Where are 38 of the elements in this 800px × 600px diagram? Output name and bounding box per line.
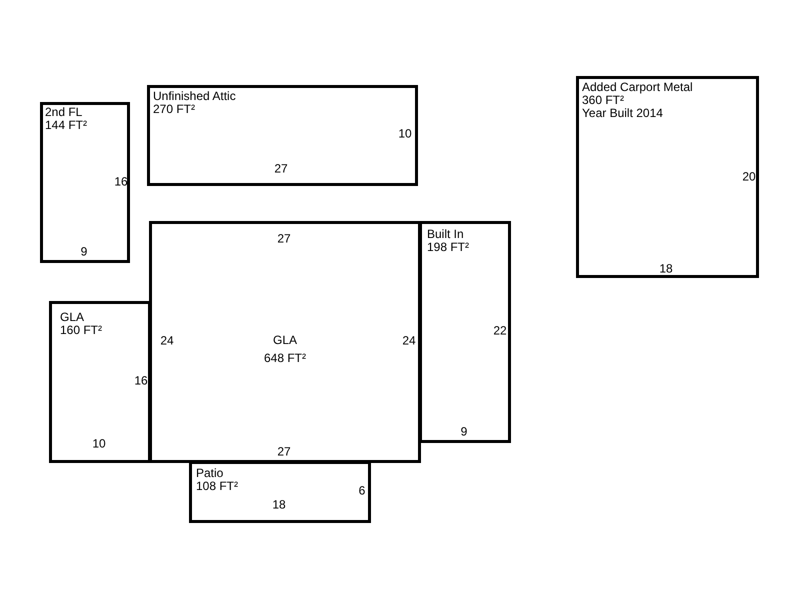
room-outline [189,461,371,523]
dimension-label: 9 [460,426,468,438]
dimension-label: 16 [114,176,128,188]
room-note: 360 FT² [582,94,624,107]
room-outline [149,221,421,463]
dimension-label: 27 [274,162,288,176]
dimension-label: 27 [277,446,291,458]
room-name: Patio [196,467,224,480]
room-note: 648 FT² [264,352,306,365]
room-note: 108 FT² [196,480,238,493]
room-outline [40,102,130,263]
room-note: 144 FT² [45,119,88,132]
room-note: Year Built 2014 [582,107,663,120]
room-name: GLA [273,334,297,347]
dimension-label: 18 [659,262,673,276]
dimension-label: 9 [80,246,88,258]
dimension-label: 27 [277,232,291,246]
room-name: Built In [427,228,464,241]
dimension-label: 24 [160,334,174,348]
room-name: Added Carport Metal [582,81,693,94]
dimension-label: 18 [272,498,286,512]
room-note: 270 FT² [153,103,196,116]
room-name: Unfinished Attic [153,90,236,103]
room-outline [576,76,759,278]
dimension-label: 10 [92,438,106,450]
room-outline [49,301,151,463]
dimension-label: 16 [134,374,148,388]
room-note: 198 FT² [427,241,470,254]
dimension-label: 24 [402,334,416,348]
room-name: GLA [60,311,84,324]
room-outline [419,221,511,443]
dimension-label: 6 [358,484,366,498]
dimension-label: 22 [493,324,507,338]
dimension-label: 20 [742,170,756,184]
room-note: 160 FT² [60,324,102,337]
room-name: 2nd FL [45,106,82,119]
room-outline [147,85,418,186]
dimension-label: 10 [398,128,412,140]
